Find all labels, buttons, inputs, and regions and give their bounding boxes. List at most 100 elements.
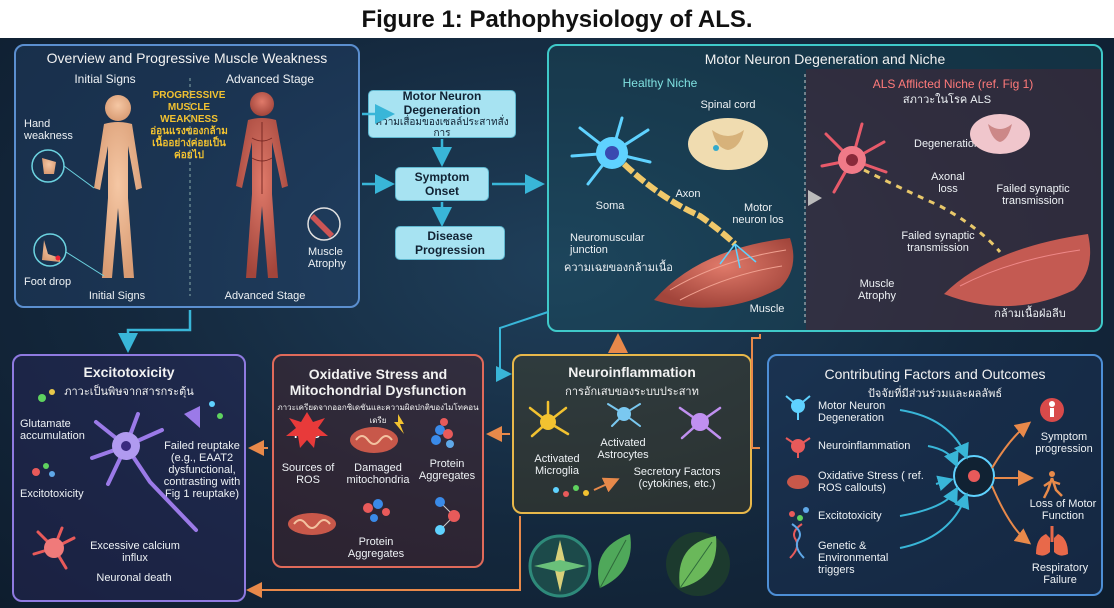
cytokine-dots-icon: [553, 477, 620, 497]
factors-thai: ปัจจัยที่มีส่วนร่วมและผลลัพธ์: [867, 388, 1003, 400]
excitotoxicity-label: Excitotoxicity: [20, 488, 84, 500]
muscle-label: Muscle: [749, 303, 785, 315]
factor-item-4: Excitotoxicity: [818, 510, 882, 522]
factor-arrows: [899, 409, 970, 549]
als-niche-thai: สภาวะในโรค ALS: [902, 94, 992, 106]
leaf-emblem-1-icon: [598, 534, 631, 589]
motor-neuron-degeneration-text: Motor Neuron Degeneration: [402, 89, 482, 117]
factor-item-2: Neuroinflammation: [818, 440, 911, 452]
factor-mitochondria-icon: [787, 475, 809, 489]
excitotoxicity-panel: Excitotoxicity ภาวะเป็นพิษจากสารกระตุ้น: [12, 354, 246, 602]
initial-signs-bottom: Initial Signs: [88, 290, 146, 302]
als-neuron-icon: [820, 122, 1002, 253]
axon-label: Axon: [675, 188, 701, 200]
protein-agg-2-label: Protein Aggregates: [347, 536, 405, 560]
lungs-icon: [1036, 526, 1068, 556]
calcium-influx-label: Excessive calcium influx: [90, 540, 180, 564]
human-figure-advanced-icon: [236, 92, 288, 278]
hand-weakness-label: Hand weakness: [24, 118, 73, 142]
nmj-label: Neuromuscular junction: [570, 232, 645, 256]
atrophy-zoom-icon: [307, 207, 341, 241]
spinal-cord-label: Spinal cord: [700, 99, 756, 111]
factors-panel: Contributing Factors and Outcomes ปัจจัย…: [767, 354, 1103, 596]
ros-burst-icon: [286, 412, 328, 448]
outcome-2: Loss of Motor Function: [1029, 498, 1097, 522]
healthy-neuron-icon: [570, 116, 738, 247]
foot-drop-label: Foot drop: [24, 276, 72, 288]
mitochondria-2-icon: [288, 513, 336, 535]
activated-cell-icon: [678, 406, 722, 440]
leaf-emblem-2-icon: [666, 532, 730, 596]
hub-core-icon: [968, 470, 980, 482]
molecule-icon: [435, 497, 460, 535]
oxidative-thai: ภาวะเครียดจากออกซิเดชันและความผิดปกติของ…: [277, 403, 479, 425]
factor-neuron-icon: [785, 395, 811, 420]
nmj-thai: ความเฉยของกล้ามเนื้อ: [564, 262, 673, 274]
foot-zoom-icon: [33, 233, 105, 277]
oxidative-title: Oxidative Stress and Mitochondrial Dysfu…: [289, 366, 467, 398]
symptom-progression-icon: [1040, 398, 1064, 422]
compass-emblem-icon: [528, 534, 592, 598]
factor-item-1: Motor Neuron Degeneration: [818, 400, 886, 424]
factor-dna-icon: [789, 523, 805, 559]
protein-agg-1-label: Protein Aggregates: [418, 458, 476, 482]
disease-progression-box: Disease Progression: [395, 226, 505, 260]
diagram-canvas: Overview and Progressive Muscle Weakness…: [0, 38, 1114, 608]
factor-inflammation-icon: [785, 437, 811, 458]
glutamate-label: Glutamate accumulation: [20, 418, 85, 442]
soma-label: Soma: [595, 200, 625, 212]
connector-bottom-loop: [246, 516, 521, 598]
motor-neuron-degeneration-thai: ความเสื่อมของเซลล์ประสาทสั่งการ: [375, 117, 509, 139]
motor-function-icon: [1042, 471, 1063, 499]
overview-title: Overview and Progressive Muscle Weakness: [46, 50, 328, 66]
microglia-label: Activated Microglia: [534, 453, 580, 477]
failed-synaptic-1: Failed synaptic transmission: [996, 183, 1070, 207]
factor-item-3: Oxidative Stress ( ref. ROS callouts): [818, 470, 924, 494]
als-muscle-thai: กล้ามเนื้อฝ่อลีบ: [994, 308, 1066, 320]
advanced-stage-bottom: Advanced Stage: [224, 290, 306, 302]
mitochondria-icon: [350, 414, 404, 453]
als-muscle-icon: [944, 234, 1091, 307]
reuptake-pump-icon: [184, 401, 223, 428]
diagram-graphics: [31, 74, 1091, 598]
als-spinal-cord-icon: [970, 114, 1030, 154]
muscle-atrophy-label: Muscle Atrophy: [308, 246, 346, 270]
factors-title: Contributing Factors and Outcomes: [824, 366, 1046, 382]
motor-neuron-loss-label: Motor neuron los: [732, 202, 784, 226]
sources-ros-label: Sources of ROS: [281, 462, 335, 486]
healthy-niche-title: Healthy Niche: [622, 76, 698, 90]
figure-title: Figure 1: Pathophysiology of ALS.: [361, 6, 753, 33]
healthy-muscle-icon: [654, 238, 794, 308]
disease-progression-text: Disease Progression: [414, 229, 486, 257]
glutamate-dots-icon: [32, 389, 55, 477]
microglia-icon: [528, 400, 570, 438]
motor-neuron-degeneration-box: Motor Neuron Degeneration ความเสื่อมของเ…: [368, 89, 516, 139]
failed-reuptake-label: Failed reuptake (e.g., EAAT2 dysfunction…: [163, 440, 241, 500]
initial-signs-heading: Initial Signs: [74, 72, 136, 86]
healthy-to-als-arrow: [808, 190, 822, 206]
protein-aggregate-2-icon: [363, 499, 390, 522]
factor-item-5: Genetic & Environmental triggers: [818, 540, 889, 576]
neuroinfl-title: Neuroinflammation: [568, 364, 696, 380]
failed-synaptic-2: Failed synaptic transmission: [901, 230, 975, 254]
factor-excito-icon: [789, 507, 809, 521]
excito-neuron-icon: [90, 412, 198, 532]
degeneration-label: Degeneration: [914, 138, 981, 150]
outcome-arrows: [991, 421, 1034, 545]
damaged-mito-label: Damaged mitochondria: [346, 462, 410, 486]
connector-niche-to-factors: [751, 334, 761, 449]
symptom-onset-text: Symptom Onset: [414, 170, 470, 198]
als-niche-title: ALS Afflicted Niche (ref. Fig 1): [872, 77, 1034, 91]
overview-panel: Overview and Progressive Muscle Weakness: [14, 44, 360, 308]
progressive-weakness-label: PROGRESSIVE MUSCLE WEAKNESS: [152, 90, 226, 125]
progressive-weakness-thai: อ่อนแรงของกล้ามเนื้ออย่างค่อยเป็นค่อยไป: [150, 126, 228, 161]
neuronal-death-label: Neuronal death: [96, 572, 172, 584]
neuroinfl-thai: การอักเสบของระบบประสาท: [565, 386, 699, 398]
connector-niche-to-neuroinfl: [496, 311, 549, 382]
astrocytes-label: Activated Astrocytes: [597, 437, 649, 461]
astrocyte-icon: [607, 403, 641, 427]
secretory-label: Secretory Factors (cytokines, etc.): [633, 466, 721, 490]
connector-overview-to-excito: [118, 310, 192, 353]
hand-zoom-icon: [31, 149, 95, 189]
als-muscle-atrophy-label: Muscle Atrophy: [858, 278, 896, 302]
